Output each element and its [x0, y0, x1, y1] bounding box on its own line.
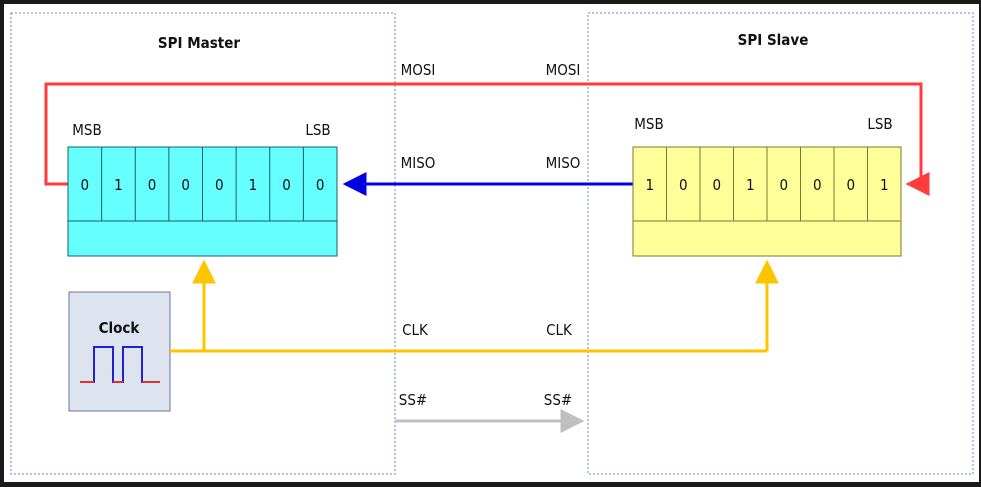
slave-bit-0: 1 — [645, 176, 654, 194]
clk-label-master: CLK — [402, 321, 429, 339]
slave-bit-4: 0 — [779, 176, 788, 194]
miso-label-master: MISO — [401, 154, 436, 172]
master-lsb-label: LSB — [305, 121, 330, 139]
mosi-label-slave: MOSI — [546, 61, 581, 79]
miso-label-slave: MISO — [546, 154, 581, 172]
slave-register: MSB LSB 1 0 0 1 0 0 0 1 — [632, 115, 902, 257]
slave-title: SPI Slave — [738, 31, 809, 49]
slave-msb-label: MSB — [634, 115, 663, 133]
slave-bit-3: 1 — [746, 176, 755, 194]
mosi-line — [44, 82, 930, 196]
master-panel — [10, 12, 396, 475]
slave-bit-1: 0 — [679, 176, 688, 194]
slave-bits: 1 0 0 1 0 0 0 1 — [645, 147, 889, 221]
slave-bit-5: 0 — [813, 176, 822, 194]
master-bit-7: 0 — [316, 176, 325, 194]
slave-bit-2: 0 — [712, 176, 721, 194]
clock-label: Clock — [99, 319, 141, 337]
mosi-label-master: MOSI — [401, 61, 436, 79]
ss-label-master: SS# — [399, 391, 427, 409]
clock-box — [68, 291, 171, 412]
clk-label-slave: CLK — [546, 321, 573, 339]
master-bit-0: 0 — [81, 176, 90, 194]
master-bits: 0 1 0 0 0 1 0 0 — [81, 147, 325, 221]
master-msb-label: MSB — [72, 121, 101, 139]
master-title: SPI Master — [158, 34, 240, 52]
slave-bit-6: 0 — [846, 176, 855, 194]
master-bit-3: 0 — [181, 176, 190, 194]
ss-label-slave: SS# — [544, 391, 572, 409]
slave-bit-7: 1 — [880, 176, 889, 194]
slave-panel — [587, 12, 974, 475]
master-bit-4: 0 — [215, 176, 224, 194]
slave-lsb-label: LSB — [867, 115, 892, 133]
clock-source: Clock — [68, 291, 171, 412]
master-bit-1: 1 — [114, 176, 123, 194]
master-register: MSB LSB 0 1 0 0 0 1 0 0 — [67, 121, 338, 257]
master-bit-5: 1 — [249, 176, 258, 194]
master-bit-6: 0 — [282, 176, 291, 194]
master-bit-2: 0 — [148, 176, 157, 194]
